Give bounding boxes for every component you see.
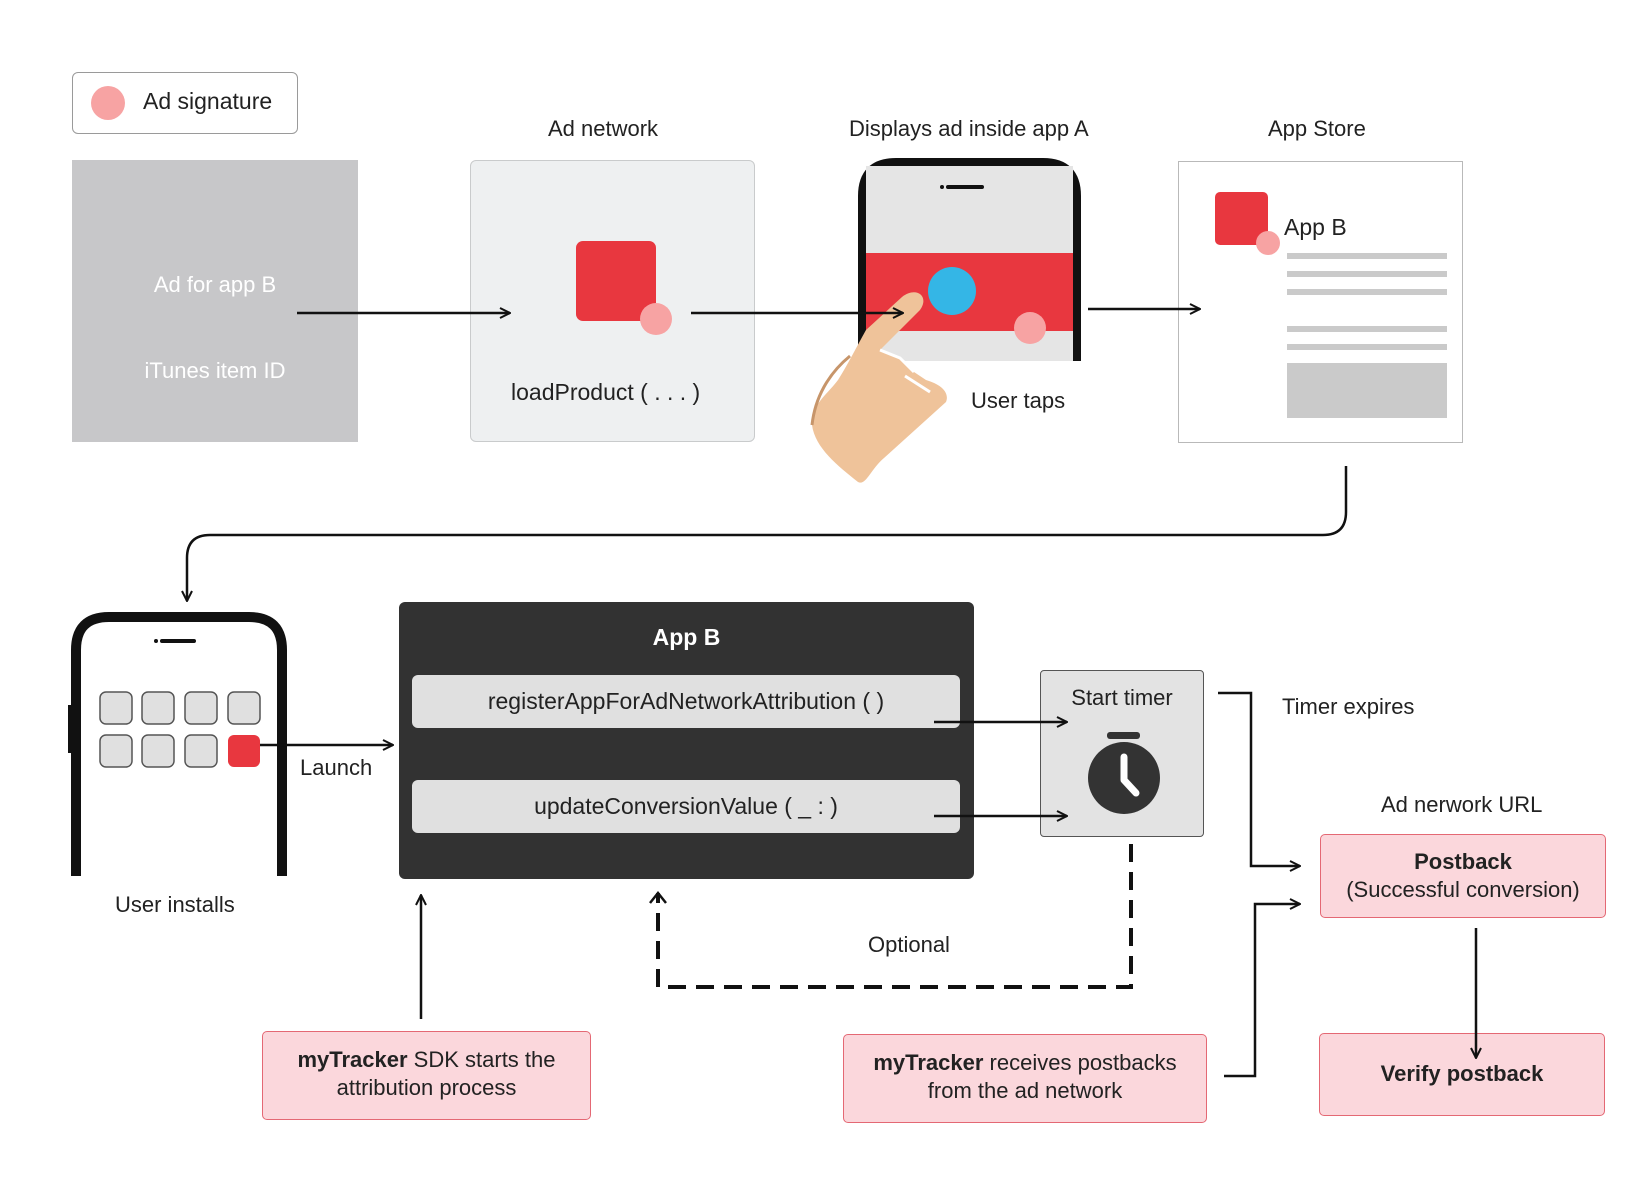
app-b-title: App B [652, 624, 721, 650]
sdk-note-line2: attribution process [336, 1075, 517, 1100]
legend-label: Ad signature [143, 88, 273, 114]
start-timer-label: Start timer [1071, 685, 1173, 710]
hand-pointer-icon [810, 292, 947, 483]
ad-card-title: Ad for app B [153, 272, 277, 297]
tap-point-icon [928, 267, 976, 315]
timer-expires-label: Timer expires [1282, 694, 1415, 719]
ad-card-item-id: iTunes item ID [144, 358, 286, 383]
verify-postback-box: Verify postback [1319, 1033, 1605, 1116]
connectors [187, 309, 1476, 1078]
receive-note-line1: myTracker receives postbacks [873, 1050, 1177, 1075]
postback-box: Postback (Successful conversion) [1320, 834, 1606, 918]
ad-network-url-title: Ad nerwork URL [1381, 792, 1543, 817]
user-taps-label: User taps [971, 388, 1066, 413]
app-store-content [1287, 253, 1447, 418]
sdk-note: myTracker SDK starts the attribution pro… [262, 1031, 591, 1120]
app-store-app-name: App B [1284, 214, 1347, 240]
postback-title: Postback [1414, 849, 1512, 874]
app-store-title: App Store [1268, 116, 1366, 141]
register-method: registerAppForAdNetworkAttribution ( ) [412, 675, 960, 728]
launch-label: Launch [300, 755, 373, 780]
receive-note: myTracker receives postbacks from the ad… [843, 1034, 1207, 1123]
ad-card: Ad for app B iTunes item ID [72, 160, 358, 442]
stopwatch-icon [1088, 732, 1160, 814]
app-store-icon [1215, 192, 1280, 255]
phone-b [68, 612, 287, 876]
signature-dot-icon [91, 86, 125, 120]
banner-signature-icon [1014, 312, 1046, 344]
load-product-code: loadProduct ( . . . ) [511, 379, 701, 405]
update-conversion-method: updateConversionValue ( _ : ) [412, 780, 960, 833]
sdk-note-line1: myTracker SDK starts the [297, 1047, 556, 1072]
phone-a-title: Displays ad inside app A [849, 116, 1089, 141]
ad-network-title: Ad network [548, 116, 659, 141]
verify-postback-label: Verify postback [1380, 1061, 1544, 1086]
app-b-box: App B registerAppForAdNetworkAttribution… [399, 602, 974, 879]
postback-subtitle: (Successful conversion) [1346, 877, 1580, 902]
receive-note-line2: from the ad network [927, 1078, 1123, 1103]
user-installs-label: User installs [115, 892, 235, 917]
ad-network-icon [576, 241, 672, 335]
legend: Ad signature [72, 72, 298, 134]
optional-label: Optional [868, 932, 950, 957]
app-tile-icon [228, 735, 260, 767]
